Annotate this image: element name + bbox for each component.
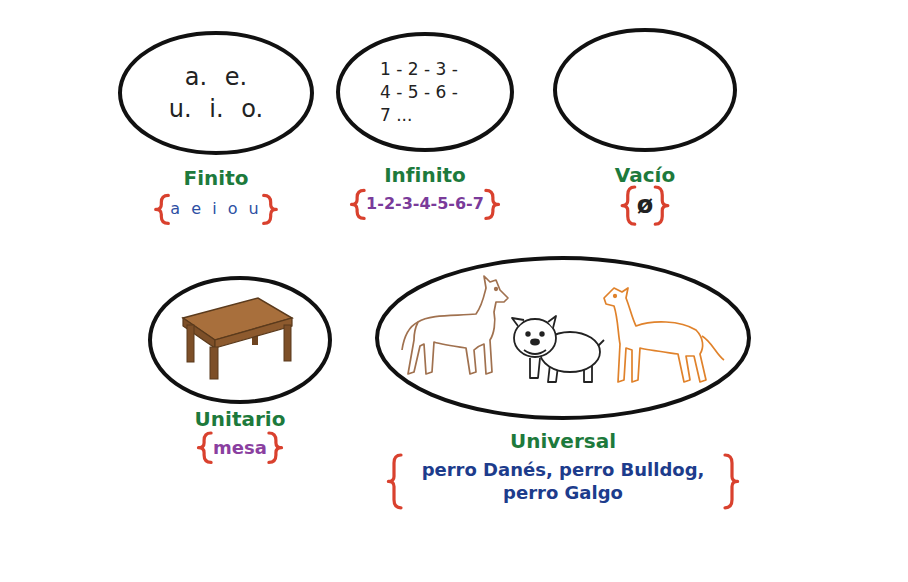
set-ellipse-outline xyxy=(120,33,312,153)
table-leg xyxy=(284,325,291,361)
dog-nose xyxy=(531,340,539,345)
set-type-heading: Unitario xyxy=(195,406,286,432)
set-ellipse xyxy=(551,26,739,154)
dog-eye xyxy=(526,332,530,336)
set-ellipse-outline xyxy=(555,30,735,150)
set-brace xyxy=(486,190,499,218)
set-ellipse-outline xyxy=(338,34,512,150)
set-brace xyxy=(198,433,211,462)
dog-outline xyxy=(408,276,508,374)
great-dane-illustration xyxy=(402,276,508,374)
dog-ear xyxy=(548,316,556,328)
set-ellipse xyxy=(146,274,334,406)
set-type-heading: Infinito xyxy=(384,162,466,188)
set-type-heading: Universal xyxy=(510,428,616,454)
set-brace xyxy=(264,195,277,223)
greyhound-illustration xyxy=(604,288,724,382)
dog-outline xyxy=(604,288,706,382)
dog-tail xyxy=(702,336,724,360)
set-brace xyxy=(269,433,282,462)
dog-eye xyxy=(540,332,544,336)
set-ellipse-outline xyxy=(150,278,330,402)
set-type-heading: Finito xyxy=(184,165,249,191)
set-brace xyxy=(156,195,169,223)
set-notation: 1-2-3-4-5-6-7 xyxy=(366,194,484,215)
dog-leg xyxy=(530,358,540,378)
set-ellipse xyxy=(116,29,316,157)
set-elements: 1 - 2 - 3 - 4 - 5 - 6 - 7 ... xyxy=(380,58,470,127)
set-notation: a e i o u xyxy=(170,199,261,220)
bulldog-illustration xyxy=(512,316,604,382)
dog-eye xyxy=(495,288,498,291)
set-notation: mesa xyxy=(213,436,267,459)
table-leg xyxy=(210,347,218,379)
set-notation: perro Danés, perro Bulldog, perro Galgo xyxy=(403,458,723,505)
dog-ear xyxy=(512,318,524,326)
set-brace xyxy=(725,455,738,508)
set-elements: a. e. u. i. o. xyxy=(166,61,266,126)
set-type-heading: Vacío xyxy=(615,162,675,188)
set-ellipse-outline xyxy=(377,258,749,418)
set-ellipse xyxy=(373,254,753,422)
dog-tail xyxy=(598,340,604,346)
dog-head xyxy=(514,319,556,357)
table-leg xyxy=(187,325,194,362)
table-edge xyxy=(215,318,292,348)
set-brace xyxy=(388,455,401,508)
dog-eye xyxy=(614,295,617,298)
table-illustration xyxy=(183,298,292,379)
set-brace xyxy=(655,187,668,224)
dog-mouth xyxy=(524,350,546,354)
set-notation: ø xyxy=(637,190,654,221)
set-brace xyxy=(622,187,635,224)
dog-tail xyxy=(402,322,418,350)
set-brace xyxy=(352,190,365,218)
